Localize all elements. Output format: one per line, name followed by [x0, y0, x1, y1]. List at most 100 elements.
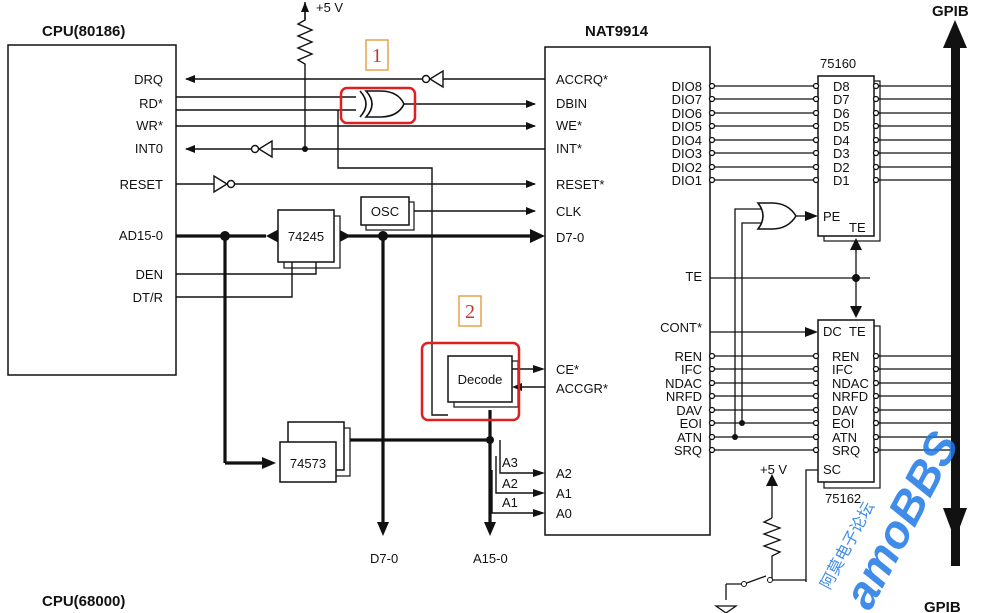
nat-pin-dio3: DIO3 [672, 146, 702, 161]
chip75162-block [817, 319, 875, 483]
chip75160-pins: D8 D7 D6 D5 D4 D3 D2 D1 PE TE [823, 79, 866, 235]
nat-pin-atn: ATN [677, 430, 702, 445]
osc-label: OSC [371, 204, 399, 219]
dio-lines [708, 82, 952, 184]
nat-pin-dbin: DBIN [556, 96, 587, 111]
chip75162-pin-te: TE [849, 324, 866, 339]
d-bus-label: D7-0 [370, 551, 398, 566]
nat-left-pins: ACCRQ* DBIN WE* INT* RESET* CLK D7-0 CE*… [556, 72, 608, 521]
chip75160-pin-d6: D6 [833, 106, 850, 121]
callout-2-label: 2 [465, 301, 475, 323]
bus-arrow-d7-0 [530, 229, 545, 243]
chip75162-pins: DC TE REN IFC NDAC NRFD DAV EOI ATN SRQ … [823, 324, 869, 477]
den-wire [176, 262, 317, 275]
chip75160-pin-d8: D8 [833, 79, 850, 94]
gpib-arrow-down [943, 508, 967, 540]
cpu-title: CPU(80186) [42, 23, 125, 40]
vcc-label-top: +5 V [316, 0, 343, 15]
decode-label: Decode [458, 372, 503, 387]
chip75162-pin-eoi: EOI [832, 416, 854, 431]
nat-pin-a0: A0 [556, 506, 572, 521]
nat-pin-ce: CE* [556, 362, 579, 377]
highlight-xor [339, 86, 417, 125]
nat-pin-accrq: ACCRQ* [556, 72, 608, 87]
chip75162-pin-dav: DAV [832, 403, 858, 418]
nat-pin-a1: A1 [556, 486, 572, 501]
nat-block [544, 46, 711, 536]
nat-pin-accgr: ACCGR* [556, 381, 608, 396]
vcc-label-sc: +5 V [760, 462, 787, 477]
chip75160-pin-d3: D3 [833, 146, 850, 161]
nat-pin-dio7: DIO7 [672, 92, 702, 107]
osc-block [360, 196, 410, 226]
cpu2-title: CPU(68000) [42, 593, 125, 610]
addr-label-a2: A2 [502, 476, 518, 491]
junction-ad [220, 231, 230, 241]
cpu-pin-dtr: DT/R [133, 290, 163, 305]
callout-1-box [365, 39, 389, 71]
nat-pin-reset: RESET* [556, 177, 604, 192]
chip75162-pin-sc: SC [823, 462, 841, 477]
nat-pin-eoi: EOI [680, 416, 702, 431]
a-bus-label: A15-0 [473, 551, 508, 566]
bus-arrow-a-down [484, 522, 496, 536]
gpib-label-bottom: GPIB [924, 599, 961, 613]
gpib-bus-bar [951, 44, 960, 566]
chip75162-pin-nrfd: NRFD [832, 389, 868, 404]
nat-pin-d7-0: D7-0 [556, 230, 584, 245]
xor-gate [359, 90, 405, 118]
nat-pin-srq: SRQ [674, 443, 702, 458]
chip75160-block [817, 75, 875, 237]
nat-pin-dio8: DIO8 [672, 79, 702, 94]
nat-pin-dio6: DIO6 [672, 106, 702, 121]
dtr-wire [176, 262, 293, 298]
buf74245-block [277, 209, 335, 263]
junction-osc-bus [378, 231, 388, 241]
nat-right-pins: DIO8 DIO7 DIO6 DIO5 DIO4 DIO3 DIO2 DIO1 … [660, 79, 702, 458]
latch74573-front [279, 441, 337, 483]
bus-arrow-74245-left [266, 229, 279, 243]
nat-pin-dio4: DIO4 [672, 133, 702, 148]
bus-arrow-d-down [377, 522, 389, 536]
nat-pin-cont: CONT* [660, 320, 702, 335]
cpu-pin-int0: INT0 [135, 141, 163, 156]
nat-pin-we: WE* [556, 118, 582, 133]
nat-title: NAT9914 [585, 23, 649, 40]
cpu-pin-wr: WR* [136, 118, 163, 133]
nat-pin-te: TE [685, 269, 702, 284]
chip75162-pin-ndac: NDAC [832, 376, 869, 391]
nat-pin-dio1: DIO1 [672, 173, 702, 188]
gpib-control-lines [708, 352, 952, 454]
chip75162-pin-ren: REN [832, 349, 859, 364]
chip75162-pin-dc: DC [823, 324, 842, 339]
inverter-int [257, 139, 273, 159]
chip75160-pin-te: TE [849, 220, 866, 235]
nat-pin-ifc: IFC [681, 362, 702, 377]
nat-pin-dav: DAV [676, 403, 702, 418]
cpu-block [7, 44, 177, 376]
control-wires [176, 2, 545, 416]
bus-arrow-74573 [262, 457, 276, 469]
latch74573-label: 74573 [290, 456, 326, 471]
gpib-arrow-up [943, 20, 967, 48]
inverter-reset [213, 174, 229, 194]
inverter-drq [428, 69, 444, 89]
chip75162-pin-atn: ATN [832, 430, 857, 445]
nat-pin-ndac: NDAC [665, 376, 702, 391]
junction-a-bus [486, 436, 494, 444]
nat-pin-int: INT* [556, 141, 582, 156]
chip75160-pin-pe: PE [823, 209, 841, 224]
callout-1-label: 1 [372, 45, 382, 67]
nat-pin-nrfd: NRFD [666, 389, 702, 404]
cpu-pin-den: DEN [136, 267, 163, 282]
chip75160-title: 75160 [820, 56, 856, 71]
chip75162-title: 75162 [825, 491, 861, 506]
gpib-label-top: GPIB [932, 3, 969, 20]
callout-2-box [458, 295, 482, 327]
cpu-pin-reset: RESET [120, 177, 163, 192]
addr-label-a3: A3 [502, 455, 518, 470]
decode-block [447, 355, 513, 403]
addr-label-a1: A1 [502, 495, 518, 510]
nat-pin-ren: REN [675, 349, 702, 364]
